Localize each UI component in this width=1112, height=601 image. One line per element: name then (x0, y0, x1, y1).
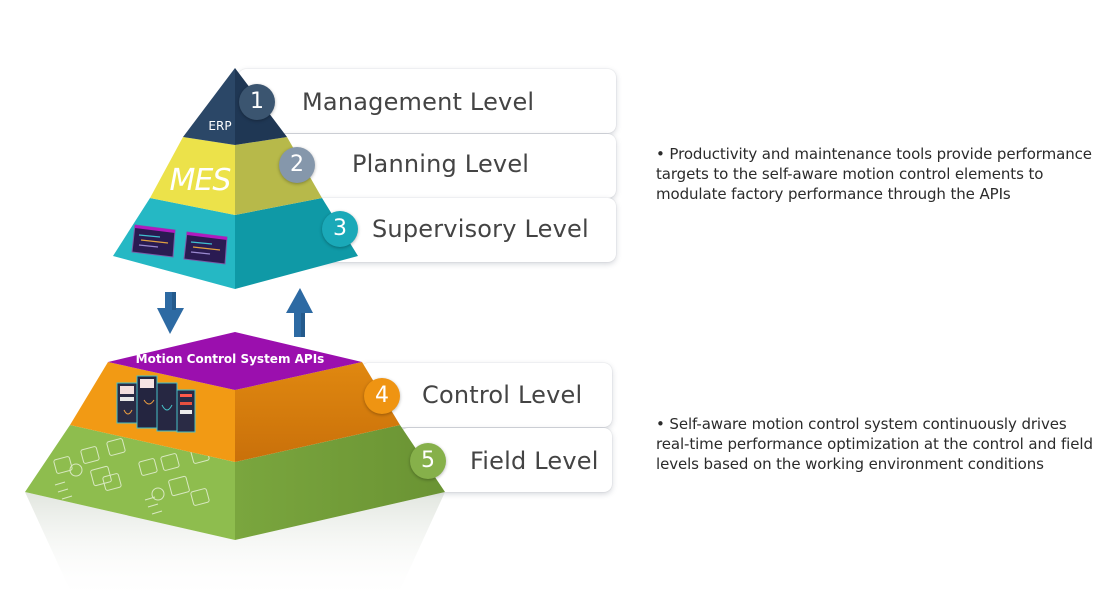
api-label: Motion Control System APIs (136, 352, 325, 366)
level-1-label: Management Level (302, 88, 535, 116)
code-screen-icons (131, 224, 228, 265)
up-arrow-icon (286, 288, 313, 337)
management-level-left-face (183, 68, 235, 145)
level-1-badge: 1 (239, 84, 275, 120)
level-5-label: Field Level (470, 447, 599, 475)
level-card-planning (260, 134, 616, 198)
field-level-left-face (25, 425, 235, 540)
level-card-management (238, 69, 616, 133)
level-2-badge: 2 (279, 147, 315, 183)
mes-label: MES (170, 163, 232, 198)
motor-illustrations (53, 438, 210, 515)
field-level-right-face (235, 425, 445, 540)
planning-level-right-face (235, 137, 322, 215)
level-4-badge: 4 (364, 378, 400, 414)
note-planning: • Productivity and maintenance tools pro… (656, 145, 1092, 203)
servo-drives-illustration (116, 375, 196, 433)
control-level-right-face (235, 362, 400, 462)
planning-level-left-face (150, 137, 235, 215)
note-control: • Self-aware motion control system conti… (656, 415, 1093, 473)
down-arrow-icon (157, 292, 184, 334)
api-top-face (108, 332, 362, 390)
erp-label: ERP (208, 119, 231, 133)
level-3-label: Supervisory Level (372, 215, 589, 243)
level-3-badge: 3 (322, 211, 358, 247)
pyramid-reflection (25, 492, 445, 601)
level-2-label: Planning Level (352, 150, 530, 178)
level-card-control (360, 363, 612, 427)
level-4-label: Control Level (422, 381, 583, 409)
level-5-badge: 5 (410, 443, 446, 479)
